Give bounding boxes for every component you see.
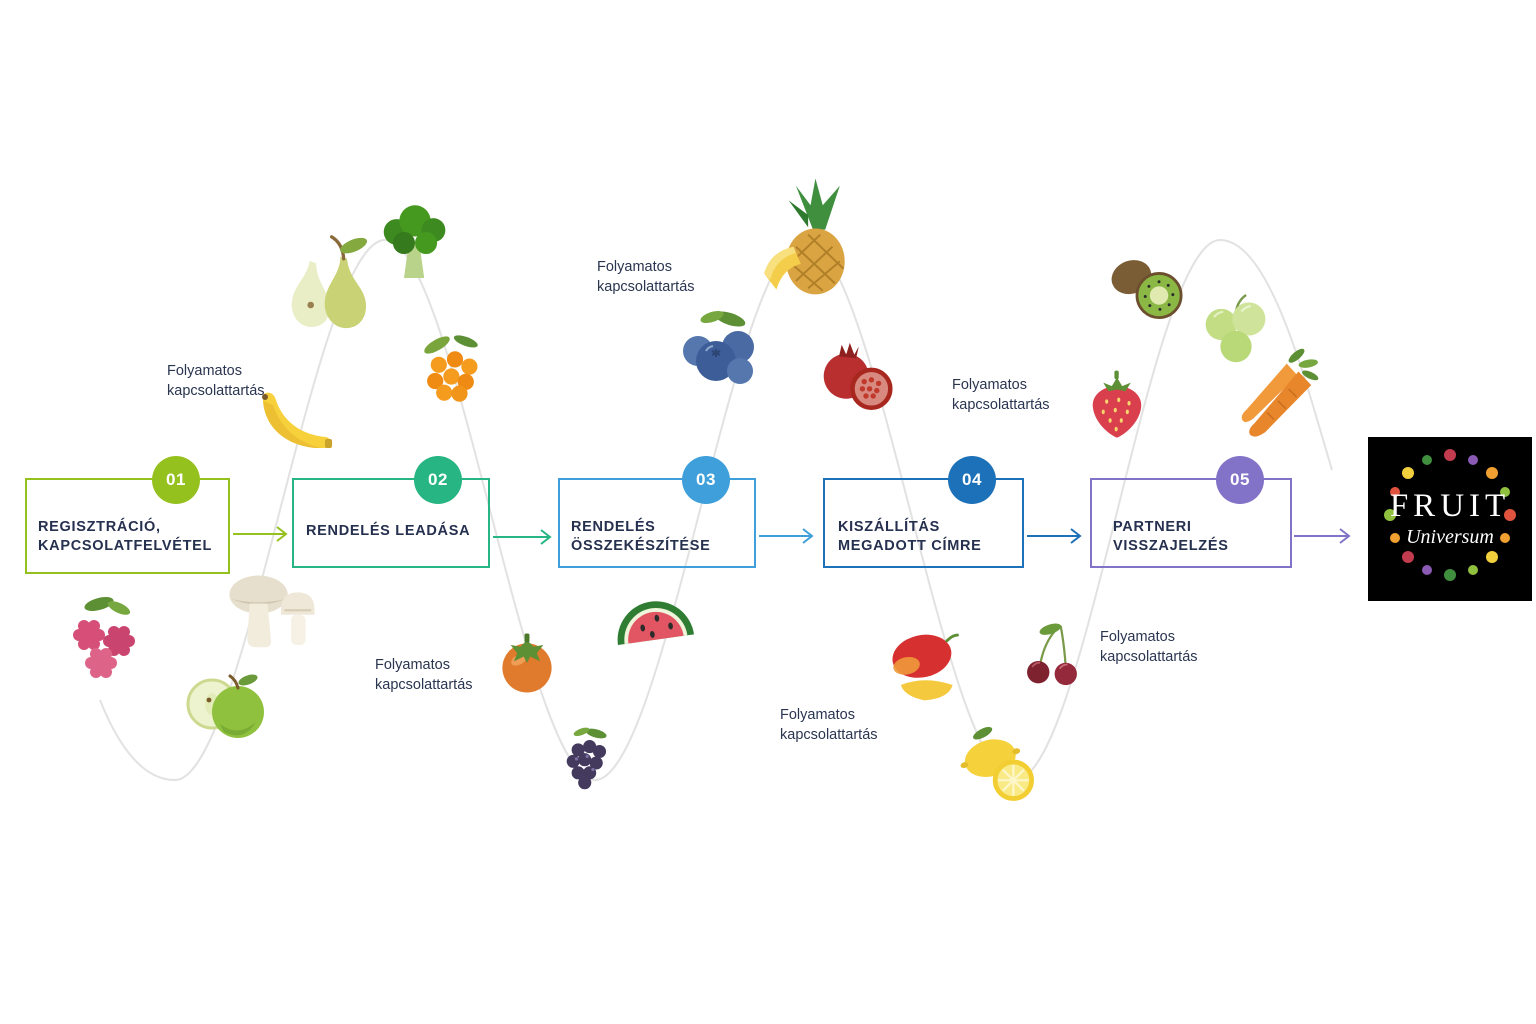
- step-4-box: [823, 478, 1024, 568]
- step-5-label: PARTNERI VISSZAJELZÉS: [1113, 519, 1229, 555]
- step-2-box: [292, 478, 490, 568]
- lemon-icon: [960, 726, 1034, 801]
- pineapple-icon: [764, 178, 845, 295]
- step-2-label: RENDELÉS LEADÁSA: [306, 523, 471, 539]
- step-1-number-badge: 01: [152, 456, 200, 504]
- carrot-icon: [1241, 348, 1319, 437]
- pomegranate-icon: [823, 342, 893, 410]
- arrow-step2-step3: [493, 529, 552, 545]
- step-1-label: REGISZTRÁCIÓ, KAPCSOLATFELVÉTEL: [38, 519, 213, 555]
- mango-icon: [892, 633, 959, 701]
- step-3-box: [558, 478, 756, 568]
- step-5-box: [1090, 478, 1292, 568]
- banana-icon: [262, 392, 332, 448]
- step-3-number-badge: 03: [682, 456, 730, 504]
- logo-title: FRUIT: [1389, 487, 1511, 524]
- contact-label-4: Folyamatos kapcsolattartás: [780, 707, 878, 743]
- green-apple-icon: [186, 674, 264, 738]
- blueberry-icon: [683, 310, 754, 384]
- fruit-universum-logo: FRUIT Universum: [1368, 437, 1532, 601]
- blackberry-icon: [566, 727, 607, 790]
- arrow-step1-step2: [233, 526, 288, 542]
- raspberry-icon: [73, 597, 135, 678]
- contact-label-3: Folyamatos kapcsolattartás: [597, 259, 695, 295]
- step-2-number-badge: 02: [414, 456, 462, 504]
- mushroom-icon: [229, 575, 315, 648]
- step-4-label: KISZÁLLÍTÁS MEGADOTT CÍMRE: [838, 519, 982, 555]
- contact-label-6: Folyamatos kapcsolattartás: [1100, 629, 1198, 665]
- arrow-step5-logo: [1294, 528, 1351, 544]
- step-4-number-badge: 04: [948, 456, 996, 504]
- arrow-step4-step5: [1027, 528, 1082, 544]
- step-1-box: [25, 478, 230, 574]
- kiwi-icon: [1111, 260, 1183, 319]
- cherry-icon: [1027, 623, 1077, 686]
- arrow-step3-step4: [759, 528, 814, 544]
- fruit-wreath-icon: [1384, 449, 1516, 581]
- contact-label-5: Folyamatos kapcsolattartás: [952, 377, 1050, 413]
- broccoli-icon: [383, 205, 446, 278]
- strawberry-icon: [1092, 370, 1142, 438]
- grapes-icon: [1205, 294, 1266, 363]
- pear-icon: [291, 235, 368, 329]
- logo-subtitle: Universum: [1406, 525, 1494, 548]
- contact-label-1: Folyamatos kapcsolattartás: [167, 363, 265, 399]
- contact-label-2: Folyamatos kapcsolattartás: [375, 657, 473, 693]
- sea-buckthorn-icon: [424, 335, 478, 402]
- watermelon-icon: [617, 601, 695, 646]
- persimmon-icon: [502, 633, 552, 693]
- step-5-number-badge: 05: [1216, 456, 1264, 504]
- step-3-label: RENDELÉS ÖSSZEKÉSZÍTÉSE: [571, 519, 711, 555]
